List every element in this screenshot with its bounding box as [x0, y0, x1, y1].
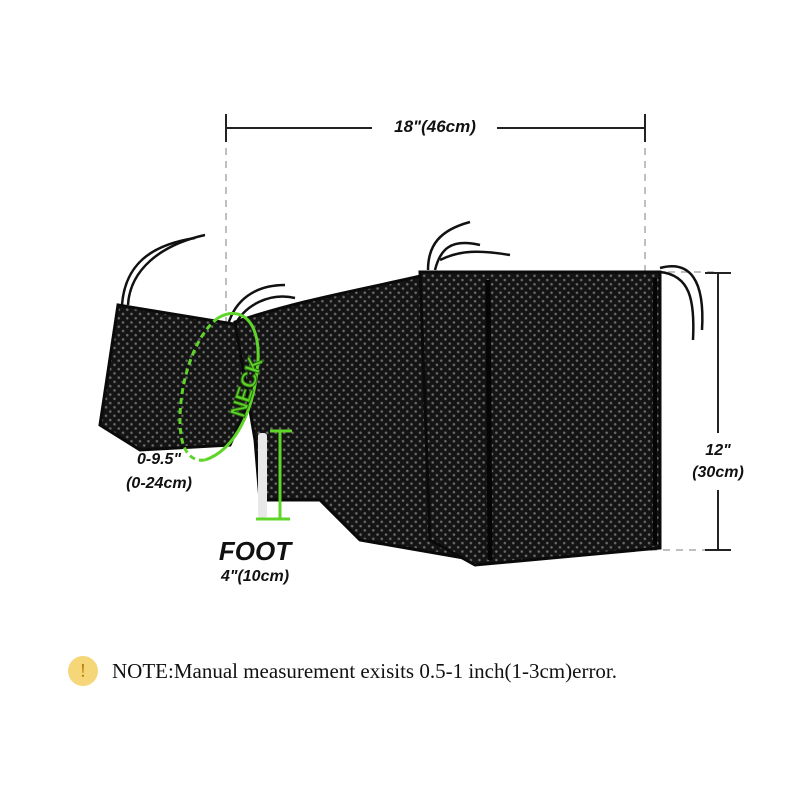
height-dimension-line: [705, 272, 731, 551]
length-dimension-line: [225, 114, 646, 142]
mesh-bag: [98, 270, 662, 567]
height-cm: (30cm): [692, 464, 744, 481]
length-label: 18"(46cm): [394, 117, 476, 136]
neck-loop: [178, 312, 260, 462]
neck-size-label: 0-9.5" (0-24cm): [100, 448, 218, 496]
exclamation-icon: !: [68, 656, 98, 686]
foot-opening: [258, 433, 267, 518]
foot-title: FOOT: [218, 536, 292, 566]
height-inch: 12": [705, 442, 731, 459]
neck-size-inch: 0-9.5": [136, 451, 182, 468]
note-text: NOTE:Manual measurement exisits 0.5-1 in…: [112, 658, 618, 683]
foot-label: FOOT 4"(10cm): [195, 535, 315, 587]
zipper-seam: [485, 279, 493, 561]
note-row: ! NOTE:Manual measurement exisits 0.5-1 …: [68, 656, 617, 686]
foot-bracket: [256, 429, 292, 521]
neck-size-cm: (0-24cm): [126, 475, 192, 492]
foot-value: 4"(10cm): [220, 568, 290, 585]
height-label: 12" (30cm): [680, 440, 756, 484]
